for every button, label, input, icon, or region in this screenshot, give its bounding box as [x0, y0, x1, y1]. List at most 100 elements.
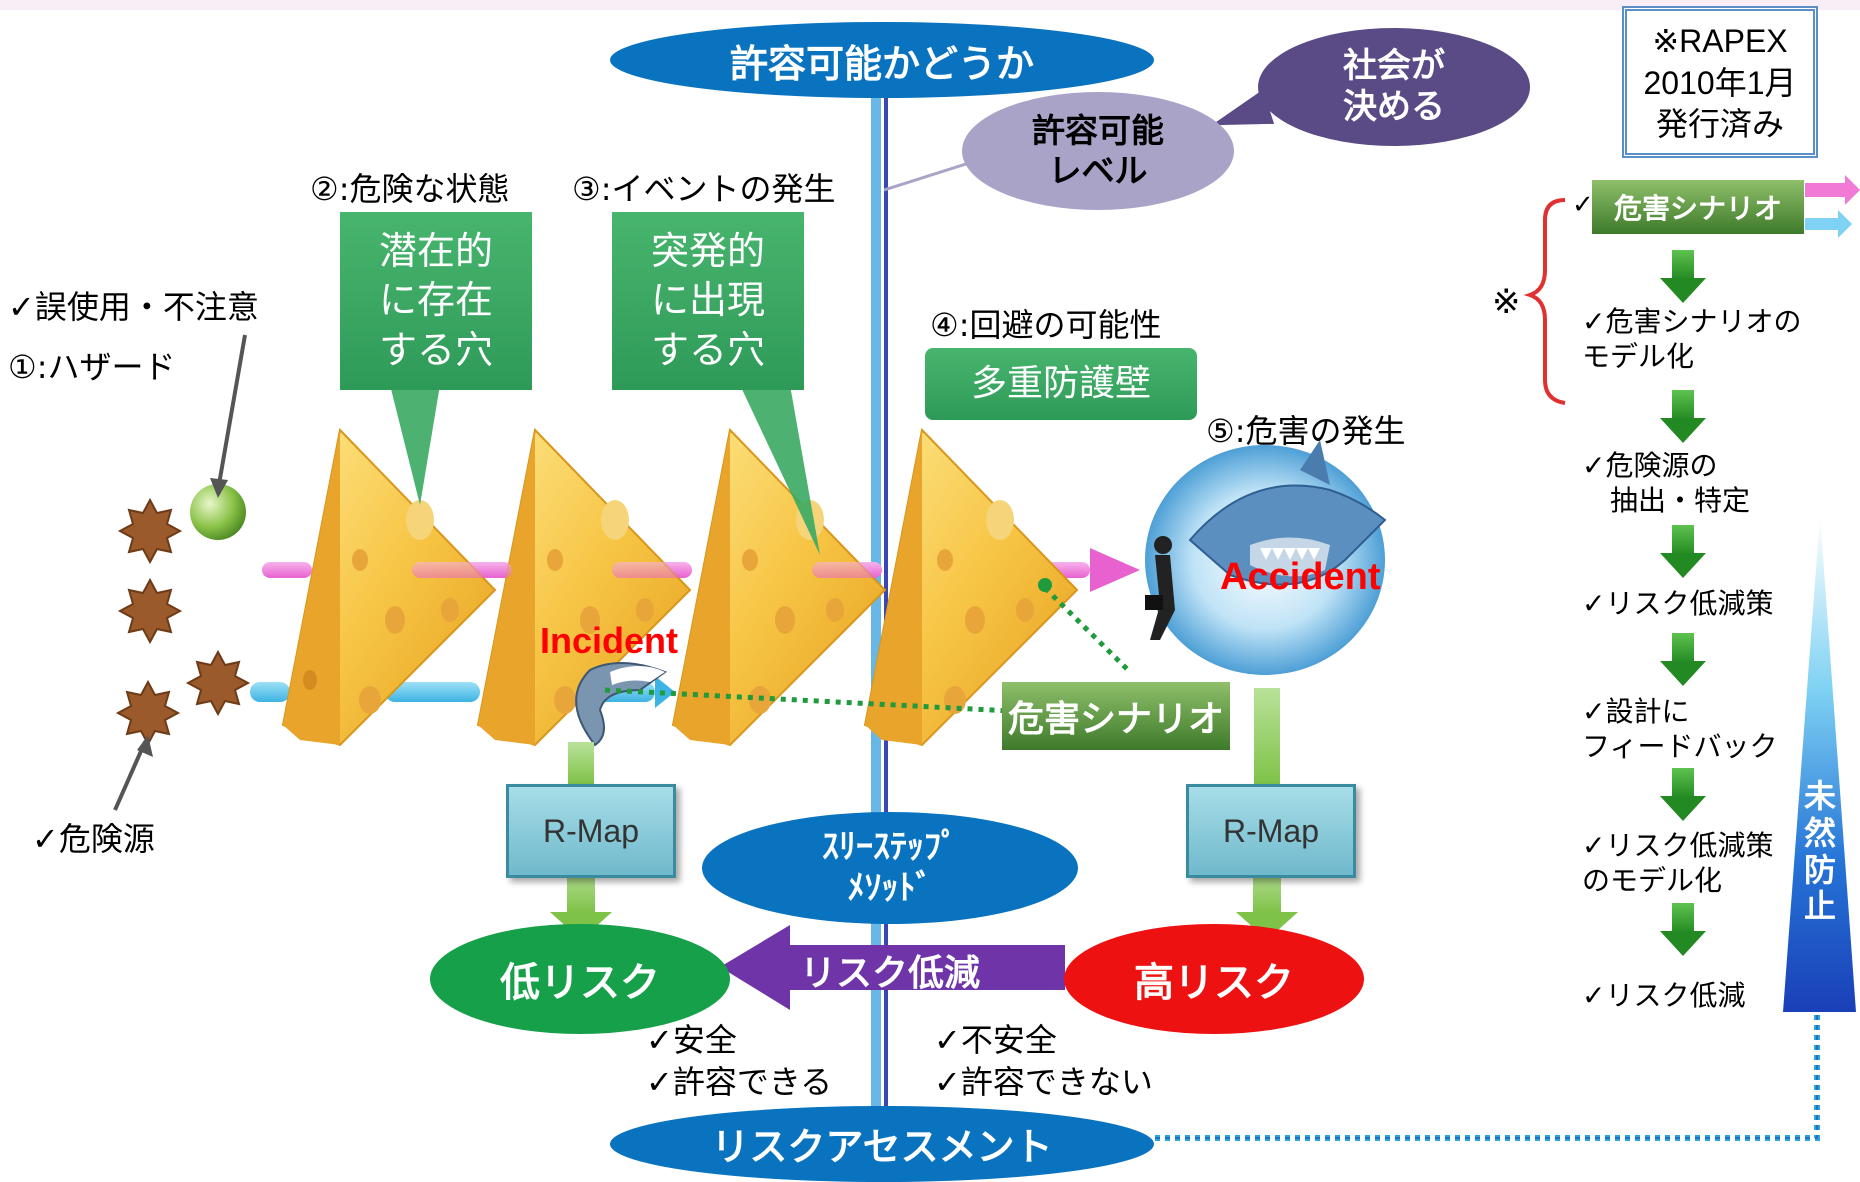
panel-brace-mark: ※ [1492, 282, 1521, 322]
low-risk-oval: 低リスク [430, 924, 730, 1034]
misuse-ball [190, 484, 246, 540]
safe-line1: ✓安全 [646, 1021, 737, 1059]
safe-line2: ✓許容できる [646, 1062, 833, 1101]
unsafe-line1: ✓不安全 [934, 1021, 1057, 1059]
harm-scenario-label: 危害シナリオ [1007, 699, 1224, 740]
unsafe-line2: ✓許容できない [934, 1062, 1153, 1101]
potential-hole-box: 潜在的 に存在 する穴 [340, 212, 532, 390]
risk-reduction-label: リスク低減 [800, 953, 981, 994]
high-risk-label: 高リスク [1134, 960, 1294, 1006]
multi-barrier-label: 多重防護壁 [970, 362, 1151, 404]
prevention-char-3: 防 [1803, 850, 1836, 889]
three-step-line2: ﾒｿｯﾄﾞ [847, 868, 933, 908]
panel-step-1: ✓危害シナリオの モデル化 [1582, 304, 1801, 374]
unsafe-notes: ✓不安全 ✓許容できない [934, 1020, 1153, 1103]
panel-step-3-line1: ✓リスク低減策 [1582, 587, 1774, 620]
society-bubble: 社会が 決める [1258, 28, 1530, 146]
acceptable-bubble-line2: レベル [1048, 151, 1148, 190]
misuse-pointer [216, 334, 247, 491]
sudden-hole-line2: に出現 [650, 278, 765, 323]
rmap-left-label: R-Map [542, 812, 639, 849]
prevention-char-1: 未 [1803, 777, 1836, 815]
bottom-dotted-connector [1155, 1015, 1820, 1141]
cheese-slice-1 [281, 427, 497, 747]
potential-hole-line2: に存在 [378, 278, 493, 323]
panel-step-1-line1: ✓危害シナリオの [1582, 305, 1802, 338]
panel-step-4-line2: フィードバック [1582, 730, 1778, 763]
panel-check-mark: ✓ [1572, 190, 1594, 220]
misuse-label: ✓誤使用・不注意 [8, 288, 259, 326]
sudden-hole-box: 突発的 に出現 する穴 [612, 212, 804, 390]
rapex-box: ※RAPEX 2010年1月 発行済み [1622, 6, 1818, 158]
hazard-pointer [113, 741, 147, 811]
acceptable-level-bubble: 許容可能 レベル [962, 92, 1234, 210]
risk-assessment-label: リスクアセスメント [711, 1125, 1053, 1169]
accident-scenario-dots [1043, 586, 1132, 674]
panel-scenario-tag: 危害シナリオ [1592, 180, 1804, 234]
cheese-slice-2 [476, 427, 692, 747]
three-step-line1: ｽﾘｰｽﾃｯﾌﾟ [822, 827, 958, 868]
panel-step-1-line2: モデル化 [1582, 340, 1695, 373]
rmap-right-label: R-Map [1222, 812, 1319, 849]
center-line-dark [884, 30, 888, 1140]
rapex-line2: 2010年1月 [1643, 64, 1797, 101]
panel-step-2-line2: 抽出・特定 [1582, 484, 1751, 517]
panel-step-5-line1: ✓リスク低減策 [1582, 829, 1774, 862]
multi-barrier-box: 多重防護壁 [925, 348, 1197, 420]
prevention-char-4: 止 [1803, 887, 1836, 926]
acceptable-bubble-line1: 許容可能 [1032, 111, 1164, 151]
panel-step-2-line1: ✓危険源の [1582, 449, 1718, 482]
panel-step-6-line1: ✓リスク低減 [1582, 979, 1746, 1012]
high-risk-oval: 高リスク [1064, 924, 1364, 1034]
sudden-hole-line1: 突発的 [650, 228, 765, 273]
low-risk-label: 低リスク [500, 960, 660, 1006]
rmap-left: R-Map [506, 784, 676, 878]
hazard-source-label: ✓危険源 [32, 820, 155, 858]
prevention-char-2: 然 [1803, 813, 1836, 852]
panel-down-arrows [1660, 250, 1706, 956]
panel-step-3: ✓リスク低減策 [1582, 586, 1773, 621]
society-bubble-line2: 決める [1343, 87, 1445, 127]
harm-label: ⑤:危害の発生 [1206, 412, 1406, 450]
society-bubble-line1: 社会が [1343, 46, 1445, 87]
panel-scenario-tag-label: 危害シナリオ [1613, 192, 1782, 225]
panel-arrow-blue [1805, 210, 1852, 238]
risk-reduction-arrow-shape [720, 925, 1065, 1010]
cheese-slice-3 [671, 427, 887, 747]
panel-brace [1523, 198, 1566, 405]
prevention-text: 未 然 防 止 [1798, 778, 1842, 925]
risk-assessment-oval: リスクアセスメント [610, 1106, 1154, 1182]
panel-arrow-pink [1805, 175, 1860, 205]
panel-step-5: ✓リスク低減策 のモデル化 [1582, 828, 1773, 898]
panel-step-4: ✓設計に フィードバック [1582, 694, 1777, 764]
sudden-hole-line3: する穴 [650, 327, 765, 372]
hazard-label: ①:ハザード [8, 348, 176, 386]
sudden-hole-tail [740, 385, 820, 555]
hazard-spiky-balls [115, 497, 251, 747]
panel-step-4-line1: ✓設計に [1582, 695, 1690, 728]
panel-step-6: ✓リスク低減 [1582, 978, 1745, 1013]
harm-scenario-box: 危害シナリオ [1002, 682, 1230, 750]
cheese-slice-4 [863, 427, 1079, 747]
three-step-oval: ｽﾘｰｽﾃｯﾌﾟ ﾒｿｯﾄﾞ [702, 812, 1078, 924]
potential-hole-tail [390, 385, 440, 505]
potential-hole-line3: する穴 [378, 327, 493, 372]
avoidance-label: ④:回避の可能性 [930, 306, 1162, 344]
shark-accident-image [1145, 440, 1387, 675]
panel-step-5-line2: のモデル化 [1582, 864, 1723, 897]
incident-scenario-dots [604, 687, 1031, 715]
safe-notes: ✓安全 ✓許容できる [646, 1020, 832, 1103]
acceptability-oval-label: 許容可能かどうか [729, 41, 1034, 86]
incident-label: Incident [540, 620, 679, 661]
prevention-triangle [1783, 515, 1856, 1012]
rmap-right: R-Map [1186, 784, 1356, 878]
top-strip [0, 0, 1860, 10]
potential-hole-line1: 潜在的 [378, 228, 493, 273]
rapex-line3: 発行済み [1655, 106, 1784, 143]
event-label: ③:イベントの発生 [572, 170, 836, 208]
accident-label: Accident [1220, 556, 1381, 598]
rapex-line1: ※RAPEX [1652, 23, 1788, 59]
acceptability-oval: 許容可能かどうか [610, 22, 1154, 98]
danger-state-label: ②:危険な状態 [310, 170, 510, 208]
